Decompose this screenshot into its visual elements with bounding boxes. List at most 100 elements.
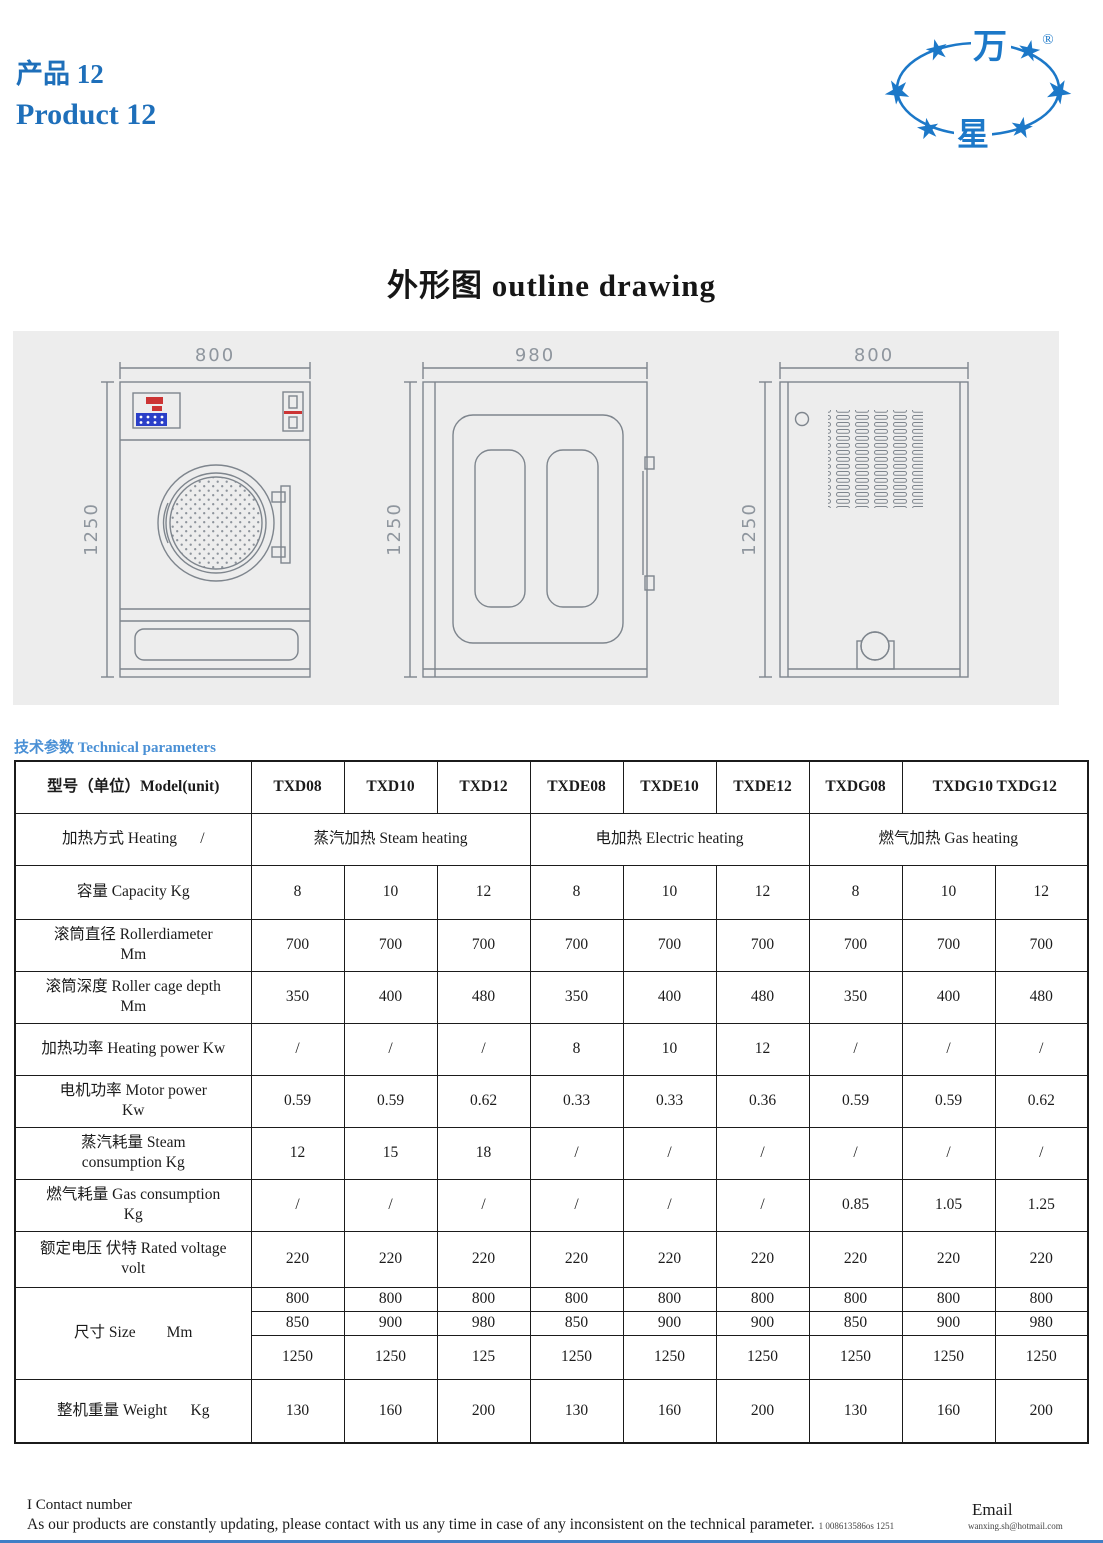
front-width-dim: 800 [195,345,235,366]
outline-drawings: 800 1250 980 12 [13,331,1059,705]
param-value: 0.59 [901,1074,996,1128]
param-value: 220 [808,1230,903,1288]
param-value: 10 [343,864,438,920]
size-value: 1250 [250,1334,345,1380]
size-label: 尺寸 Size Mm [14,1286,252,1380]
param-value: 220 [622,1230,717,1288]
outline-drawing-title: 外形图 outline drawing [386,268,717,303]
size-value: 800 [901,1286,996,1312]
size-value: 800 [622,1286,717,1312]
email-address: wanxing.sh@hotmail.com [968,1521,1063,1531]
svg-text:★: ★ [1037,67,1078,114]
param-value: 350 [529,970,624,1024]
weight-label: 整机重量 Weight Kg [14,1378,252,1444]
side-width-dim: 980 [515,345,555,366]
param-value: 400 [343,970,438,1024]
param-value: 12 [994,864,1089,920]
param-value: 12 [250,1126,345,1180]
size-value: 800 [436,1286,531,1312]
param-value: 10 [622,864,717,920]
weight-value: 200 [994,1378,1089,1444]
param-value: 350 [250,970,345,1024]
heating-group: 蒸汽加热 Steam heating [250,812,531,866]
param-value: 480 [715,970,810,1024]
param-value: / [436,1178,531,1232]
param-value: 0.33 [622,1074,717,1128]
back-width-dim: 800 [854,345,894,366]
param-value: / [715,1126,810,1180]
param-value: / [715,1178,810,1232]
param-label: 加热功率 Heating power Kw [14,1022,252,1076]
bottom-divider [0,1540,1103,1543]
size-value: 800 [808,1286,903,1312]
product-heading-en: Product 12 [16,98,157,131]
weight-value: 160 [901,1378,996,1444]
param-value: 0.59 [808,1074,903,1128]
size-value: 980 [436,1310,531,1336]
size-value: 850 [250,1310,345,1336]
param-label: 蒸汽耗量 Steam consumption Kg [14,1126,252,1180]
model-unit-header: 型号（单位）Model(unit) [14,760,252,814]
size-value: 800 [343,1286,438,1312]
param-value: 8 [250,864,345,920]
svg-text:★: ★ [921,30,953,68]
size-value: 1250 [994,1334,1089,1380]
size-value: 800 [529,1286,624,1312]
size-value: 900 [715,1310,810,1336]
param-value: 700 [343,918,438,972]
heating-group: 燃气加热 Gas heating [808,812,1089,866]
param-value: 700 [901,918,996,972]
model-name: TXDE12 [715,760,810,814]
model-name: TXD08 [250,760,345,814]
param-value: 220 [715,1230,810,1288]
heating-group: 电加热 Electric heating [529,812,810,866]
vent-grille-icon [828,410,923,508]
model-name: TXD10 [343,760,438,814]
param-value: 0.33 [529,1074,624,1128]
param-value: / [529,1178,624,1232]
param-value: 12 [715,1022,810,1076]
email-label: Email [972,1500,1013,1519]
wanxing-brand-logo: 万 星 ® ★ ★ ★ ★ ★ ★ [875,26,1078,150]
param-value: 700 [250,918,345,972]
model-name: TXDE10 [622,760,717,814]
param-value: / [250,1022,345,1076]
param-value: 0.59 [250,1074,345,1128]
param-value: 480 [994,970,1089,1024]
heating-method-label: 加热方式 Heating / [14,812,252,866]
param-value: 0.62 [436,1074,531,1128]
param-value: 8 [808,864,903,920]
contact-number-label: I Contact number [27,1497,132,1513]
model-name: TXDE08 [529,760,624,814]
product-heading-cn: 产品 12 [16,59,104,89]
weight-value: 130 [808,1378,903,1444]
model-name: TXDG08 [808,760,903,814]
size-value: 1250 [808,1334,903,1380]
size-value: 125 [436,1334,531,1380]
control-display-icon [146,397,302,414]
param-value: 480 [436,970,531,1024]
size-value: 800 [994,1286,1089,1312]
param-value: 8 [529,1022,624,1076]
size-value: 900 [343,1310,438,1336]
front-height-dim: 1250 [81,502,102,556]
param-value: 400 [622,970,717,1024]
size-value: 800 [715,1286,810,1312]
param-value: 0.85 [808,1178,903,1232]
param-value: 12 [436,864,531,920]
param-value: 700 [622,918,717,972]
param-value: / [901,1022,996,1076]
size-value: 1250 [715,1334,810,1380]
param-value: / [622,1178,717,1232]
model-name: TXDG10 TXDG12 [901,760,1089,814]
param-value: 15 [343,1126,438,1180]
svg-text:★: ★ [913,110,943,147]
size-value: 980 [994,1310,1089,1336]
model-name: TXD12 [436,760,531,814]
param-label: 滚筒直径 Rollerdiameter Mm [14,918,252,972]
param-value: / [622,1126,717,1180]
size-value: 800 [250,1286,345,1312]
weight-value: 160 [622,1378,717,1444]
param-value: 12 [715,864,810,920]
weight-value: 200 [715,1378,810,1444]
